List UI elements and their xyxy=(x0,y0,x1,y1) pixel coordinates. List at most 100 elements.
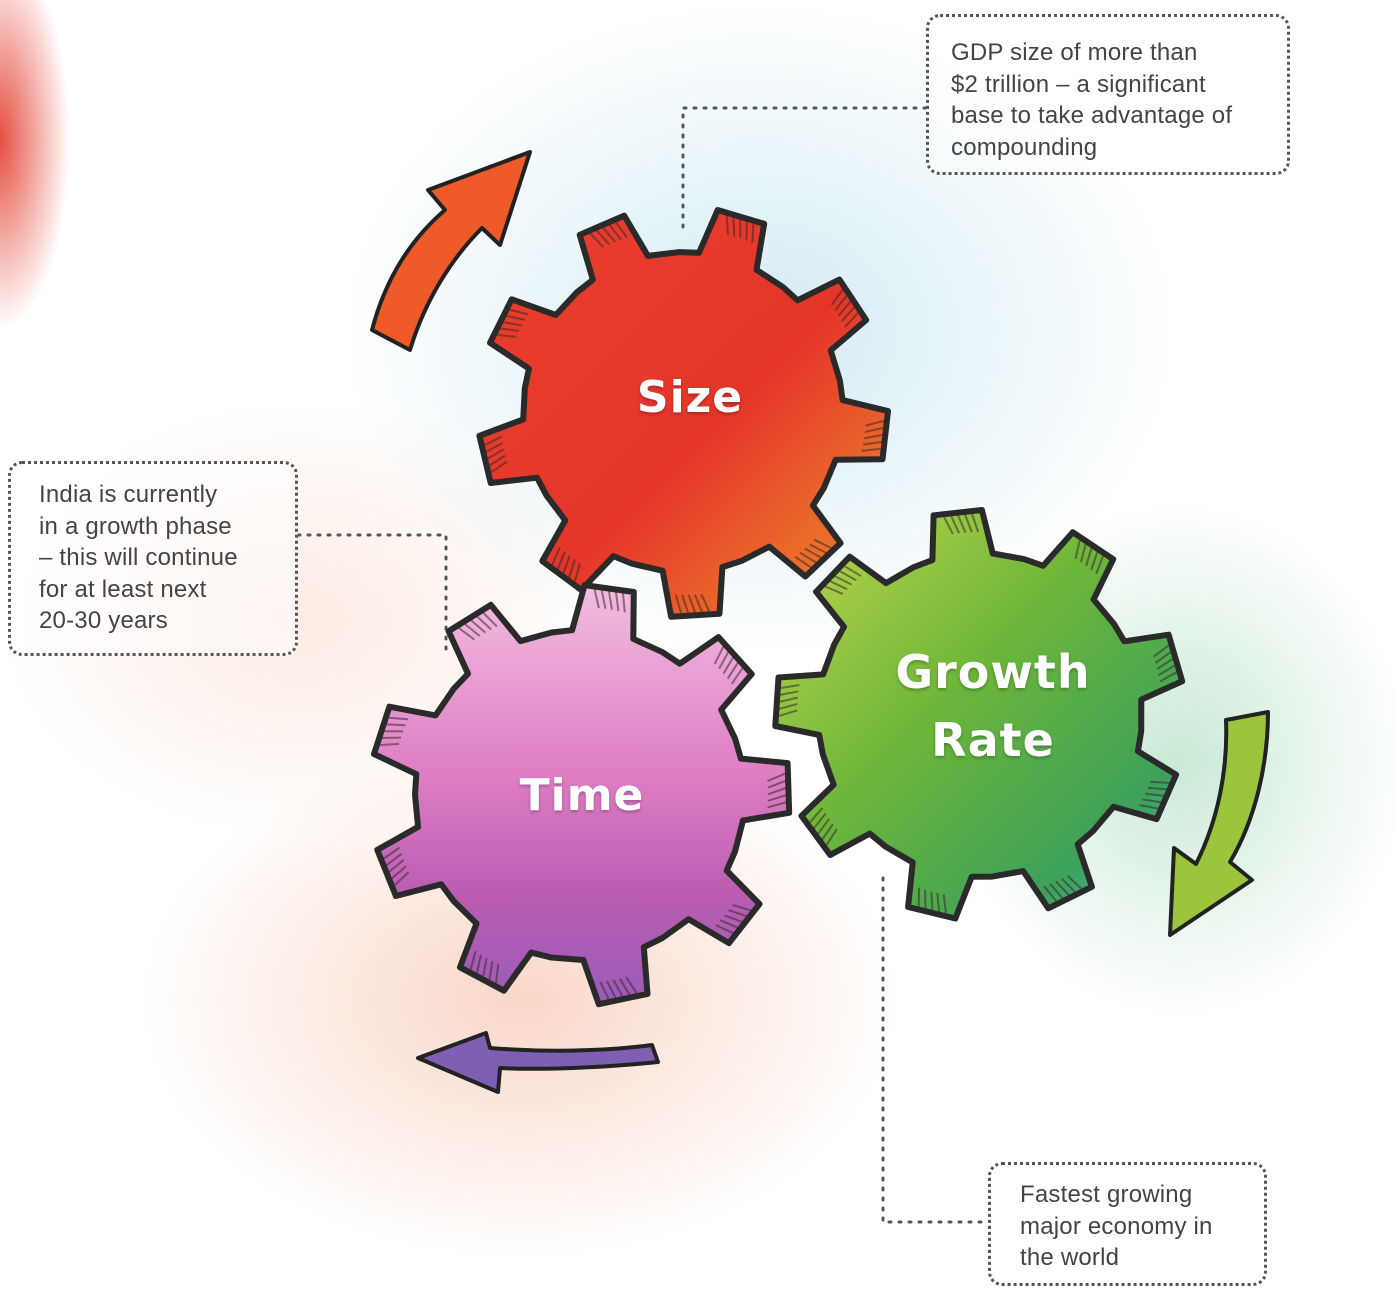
gear-hatch-mark xyxy=(482,958,488,977)
callout-size-line: base to take advantage of xyxy=(951,102,1233,129)
gear-hatch-mark xyxy=(829,580,848,591)
gear-hatch-mark xyxy=(488,961,494,981)
gear-hatch-mark xyxy=(767,787,787,796)
gear-hatch-mark xyxy=(834,294,848,312)
gear-hatch-mark xyxy=(1142,798,1162,804)
gear-hatch-mark xyxy=(475,954,482,974)
callout-time-line: 20-30 years xyxy=(39,607,168,634)
gear-hatch-mark xyxy=(861,447,881,452)
gear-hatch-mark xyxy=(383,846,401,860)
gear-hatch-mark xyxy=(841,306,856,322)
leader-line-growth xyxy=(881,876,990,1224)
gear-hatch-mark xyxy=(1150,780,1170,784)
gear-hatch-mark xyxy=(497,333,517,338)
gear-hatch-mark xyxy=(751,223,755,243)
gear-hatch-mark xyxy=(484,435,503,446)
gear-hatch-mark xyxy=(693,594,704,613)
gear-hatch-mark xyxy=(380,742,400,746)
gear-hatch-mark xyxy=(615,592,620,612)
gear-hatch-mark xyxy=(485,442,504,453)
leader-lines xyxy=(296,106,990,1224)
gear-hatch-mark xyxy=(950,515,961,534)
gear-hatch-mark xyxy=(388,859,405,873)
gear-hatch-mark xyxy=(1049,883,1064,899)
gear-hatch-mark xyxy=(813,812,827,829)
gear-hatch-mark xyxy=(568,559,576,578)
callout-time-line: for at least next xyxy=(39,575,207,603)
gear-hatch-mark xyxy=(618,978,631,996)
gear-hatch-mark xyxy=(389,716,409,721)
gear-hatch-mark xyxy=(486,448,505,460)
gear-hatch-mark xyxy=(593,589,600,609)
gear-hatch-mark xyxy=(573,562,581,582)
gear-hatch-mark xyxy=(600,589,607,609)
gear-hatch-mark xyxy=(722,656,735,675)
gear-hatch-mark xyxy=(767,794,787,802)
gear-hatch-mark xyxy=(724,914,743,923)
gear-hatch-mark xyxy=(809,807,824,823)
callout-size: GDP size of more than $2 trillion – a si… xyxy=(926,14,1290,175)
gear-label-growth-line1: Growth xyxy=(895,645,1091,699)
gear-hatch-mark xyxy=(608,224,622,241)
gear-hatch-mark xyxy=(1043,885,1057,902)
gear-hatch-mark xyxy=(1055,880,1070,896)
callout-growth-line: major economy in xyxy=(1020,1212,1213,1240)
gear-hatch-mark xyxy=(385,853,403,867)
gear-hatch-mark xyxy=(942,894,947,914)
gear-hatch-mark xyxy=(612,979,624,997)
gear-hatch-mark xyxy=(726,662,739,680)
callout-growth-rate: Fastest growing major economy in the wor… xyxy=(988,1162,1267,1286)
gear-hatch-mark xyxy=(1154,651,1172,664)
gear-hatch-mark xyxy=(1159,671,1177,683)
gear-growth-body xyxy=(772,507,1186,922)
gear-hatch-mark xyxy=(1095,555,1104,575)
callout-time-line: India is currently xyxy=(39,481,218,508)
gear-hatch-mark xyxy=(745,221,748,241)
gear-hatch-mark xyxy=(476,615,492,631)
gear-hatch-mark xyxy=(844,312,859,328)
gear-hatch-mark xyxy=(674,594,683,614)
gear-hatch-mark xyxy=(1079,543,1087,563)
gear-label-time: Time xyxy=(519,770,645,821)
gear-hatch-mark xyxy=(943,516,954,535)
gear-hatch-mark xyxy=(625,976,638,994)
gear-hatch-mark xyxy=(862,440,882,446)
gear-hatch-mark xyxy=(715,924,734,934)
gear-hatch-mark xyxy=(687,594,697,613)
gear-hatch-mark xyxy=(930,891,934,911)
gear-growth-rate xyxy=(772,507,1186,922)
callout-growth-line: Fastest growing xyxy=(1020,1181,1193,1208)
gear-hatch-mark xyxy=(1139,804,1159,810)
gear-label-growth-rate: Growth Rate xyxy=(878,638,1108,774)
gear-time-body xyxy=(371,582,793,1008)
gear-hatch-mark xyxy=(865,419,885,427)
callout-time-line: in a growth phase xyxy=(39,512,232,540)
callout-time-line: – this will continue xyxy=(39,544,238,571)
gear-hatch-mark xyxy=(825,828,838,846)
gear-hatch-mark xyxy=(799,551,817,564)
gear-hatch-mark xyxy=(767,779,786,789)
gear-hatch-mark xyxy=(725,215,730,235)
arrow-orange-icon xyxy=(370,150,532,352)
gear-hatch-mark xyxy=(391,865,407,880)
gear-hatch-mark xyxy=(779,690,799,696)
gear-hatch-mark xyxy=(732,217,736,237)
gear-hatch-mark xyxy=(830,289,844,306)
gear-hatch-mark xyxy=(506,315,526,321)
gear-hatch-mark xyxy=(615,221,629,239)
gear-hatch-mark xyxy=(1147,786,1167,791)
gear-hatch-mark xyxy=(971,513,980,533)
callout-growth-line: the world xyxy=(1020,1244,1120,1271)
gear-hatch-mark xyxy=(606,980,617,999)
gear-hatch-mark xyxy=(562,555,571,574)
gear-hatch-mark xyxy=(834,575,853,586)
leader-line-time xyxy=(296,533,448,657)
gear-hatch-mark xyxy=(488,454,506,467)
gear-hatch-mark xyxy=(589,232,605,248)
gear-hatch-mark xyxy=(1145,792,1165,797)
gear-hatch-mark xyxy=(767,772,786,783)
gear-hatch-mark xyxy=(730,667,744,685)
gear-hatch-mark xyxy=(1061,877,1076,893)
gear-hatch-mark xyxy=(394,871,410,886)
